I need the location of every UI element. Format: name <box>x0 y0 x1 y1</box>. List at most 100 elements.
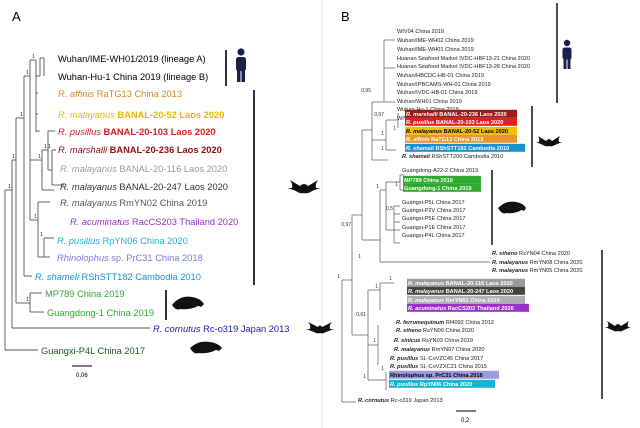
leaf-label: MP789 China 2019 <box>404 178 453 184</box>
leaf-highlight <box>405 143 525 152</box>
leaf-highlight <box>403 183 481 192</box>
tree-a-support-values: 1 1 1 1 1 1 1 1 1 1 1 <box>8 54 51 303</box>
leaf-label: Wuhan/WH01 China 2019 <box>397 99 462 105</box>
leaf-label: R. malayanus RmYN02 China 2019 <box>60 198 207 208</box>
panel-a-letter: A <box>12 9 21 24</box>
leaf-label: R. pusillus RpYN06 China 2020 <box>57 236 188 246</box>
bat-icon <box>306 322 334 334</box>
leaf-highlight <box>405 117 517 126</box>
leaf-label: Wuhan/IME-WH01/2019 (lineage A) <box>58 54 206 64</box>
leaf-highlight <box>407 286 525 295</box>
leaf-label: Wuhan/HBCDC-HB-01 China 2019 <box>397 73 484 79</box>
support-value: 0,97 <box>374 112 384 118</box>
leaf-label: R. shameli RShSTT200 Cambodia 2010 <box>402 154 503 160</box>
support-value: 1 <box>389 276 392 282</box>
support-value: 1 <box>381 366 384 372</box>
support-value: 1 <box>376 184 379 190</box>
support-value: 1 <box>12 154 15 160</box>
leaf-label: R. ferrumequinum Rf4092 China 2012 <box>396 320 494 326</box>
pangolin-icon <box>498 201 526 214</box>
support-value: 1 <box>34 214 37 220</box>
leaf-label: Huanan Seafood Market IVDC-HBF13-28 Chin… <box>397 64 530 70</box>
leaf-label: Guangdong-A22-2 China 2019 <box>402 168 478 174</box>
leaf-label: R. stheno RsYN09 China 2020 <box>396 328 474 334</box>
support-value: 1 <box>363 374 366 380</box>
leaf-label: Wuhan-Hu-1 China 2019 (lineage B) <box>58 72 208 82</box>
support-value: 1 <box>395 182 398 188</box>
leaf-label: R. malayanus BANAL-20-247 Laos 2020 <box>60 182 228 192</box>
panel-b-letter: B <box>341 9 350 24</box>
leaf-label: Guangxi-P5E China 2017 <box>402 216 465 222</box>
leaf-highlight <box>403 175 481 184</box>
leaf-label: Guangxi-P1E China 2017 <box>402 225 465 231</box>
leaf-label: R. pusillus BANAL-20-103 Laos 2020 <box>58 127 216 137</box>
scale-bar-label: 0,2 <box>461 418 470 424</box>
support-value: 0,97 <box>341 222 351 228</box>
leaf-label: R. malayanus BANAL-20-52 Laos 2020 <box>406 129 508 135</box>
support-value: 1 <box>337 274 340 280</box>
leaf-label: Guangxi-P4L China 2017 <box>41 346 145 356</box>
leaf-highlight <box>407 278 525 287</box>
leaf-label: Guangxi-P4L China 2017 <box>402 233 465 239</box>
leaf-label: R. malayanus RmYN07 China 2020 <box>394 347 485 353</box>
leaf-label: R. malayanus BANAL-20-116 Laos 2020 <box>60 164 227 174</box>
scale-bar-label: 0,06 <box>76 373 88 379</box>
support-value: 1 <box>48 144 51 150</box>
support-value: 1 <box>381 146 384 152</box>
support-value: 1 <box>26 70 29 76</box>
leaf-highlight <box>389 379 495 388</box>
support-value: 1 <box>40 232 43 238</box>
leaf-label: Guangxi-P2V China 2017 <box>402 208 465 214</box>
leaf-label: MP789 China 2019 <box>45 289 125 299</box>
support-value: 1 <box>393 126 396 132</box>
support-value: 1 <box>38 154 41 160</box>
tree-b-support-values: 0,95 0,97 1 1 1 0,97 0,5 1 1 1 0,61 1 1 … <box>337 88 398 380</box>
support-value: 1 <box>8 184 11 190</box>
leaf-label: Wuhan/IVDC-HB-01 China 2019 <box>397 90 477 96</box>
human-icon <box>562 39 572 69</box>
support-value: 1 <box>32 54 35 60</box>
leaf-label: R. cornutus Rc-o319 Japan 2013 <box>153 324 289 334</box>
human-icon <box>236 48 246 82</box>
leaf-label: R. malayanus RmYN02 China 2019 <box>408 298 500 304</box>
leaf-highlight <box>405 126 517 135</box>
leaf-label: R. shameli RShSTT182 Cambodia 2010 <box>35 272 201 282</box>
leaf-label: Guangdong-1 China 2019 <box>47 308 154 318</box>
leaf-highlight <box>407 303 529 312</box>
pangolin-icon <box>190 341 222 354</box>
leaf-label: R. malayanus BANAL-20-247 Laos 2020 <box>408 289 513 295</box>
leaf-highlight <box>389 370 499 379</box>
leaf-label: Rhinolophus sp. PrC31 China 2018 <box>390 373 483 379</box>
leaf-label: R. affinis RaTG13 China 2013 <box>406 137 483 143</box>
support-value: 0,5 <box>386 206 393 212</box>
leaf-label: R. malayanus RmYN08 China 2020 <box>492 260 583 266</box>
leaf-label: Wuhan/IPBCAMS-WH-01 China 2019 <box>397 82 491 88</box>
support-value: 0,95 <box>361 88 371 94</box>
leaf-highlight <box>405 109 517 118</box>
leaf-label: Rhinolophus sp. PrC31 China 2018 <box>57 253 203 263</box>
pangolin-icon <box>172 296 204 310</box>
bat-icon <box>605 321 631 332</box>
leaf-label: R. pusillus RpYN06 China 2020 <box>390 382 472 388</box>
tree-a-branches <box>4 57 150 351</box>
support-value: 1 <box>26 297 29 303</box>
support-value: 1 <box>44 144 47 150</box>
leaf-label: R. malayanus BANAL-20-116 Laos 2020 <box>408 281 513 287</box>
leaf-label: Guangdong-1 China 2019 <box>404 186 471 192</box>
leaf-label: Wuhan/IME-WH02 China 2019 <box>397 38 474 44</box>
leaf-label: R. affinis RaTG13 China 2013 <box>58 89 182 99</box>
panel-a: A <box>4 9 334 379</box>
panel-b: B <box>337 3 631 424</box>
leaf-label: Wuhan/IME-WH01 China 2019 <box>397 47 474 53</box>
leaf-label: R. stheno RsYN04 China 2020 <box>492 251 570 257</box>
bat-icon <box>288 180 320 194</box>
leaf-label: R. marshalli BANAL-20-236 Laos 2020 <box>406 112 507 118</box>
support-value: 0,61 <box>356 312 366 318</box>
support-value: 1 <box>373 338 376 344</box>
leaf-label: R. marshalli BANAL-20-236 Laos 2020 <box>58 145 222 155</box>
support-value: 1 <box>375 284 378 290</box>
leaf-label: R. acuminatus RacCS203 Thailand 2020 <box>408 306 514 312</box>
bat-icon <box>536 136 562 147</box>
